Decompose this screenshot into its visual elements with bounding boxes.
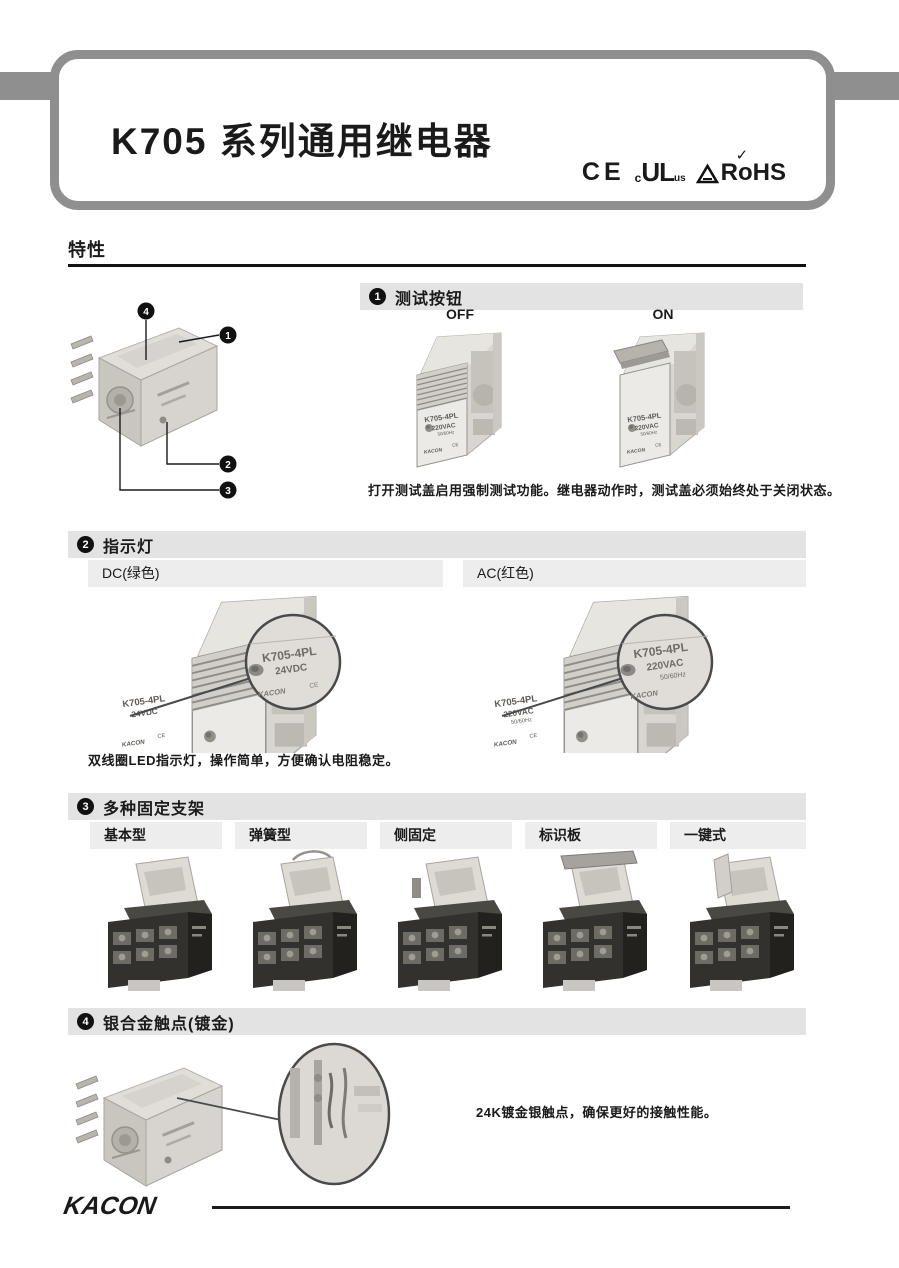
relay-test-off-figure: K705-4PL 220VAC 50/60Hz KACON CE — [405, 323, 515, 473]
socket-marker-figure — [521, 850, 661, 1005]
relay-overview-figure: 4 1 2 3 — [70, 302, 237, 499]
relay-ac-indicator-figure: K705-4PL 220VAC 50/60Hz KACON CE K705-4P… — [493, 578, 714, 753]
socket-onetouch-figure — [668, 853, 808, 1005]
relay-mark-label: CE — [452, 442, 459, 448]
magnified-brand-label: KACON — [258, 686, 287, 699]
section1-header: 1 测试按钮 — [360, 283, 803, 310]
rohs-triangle-icon — [695, 163, 719, 184]
relay-mark-label: CE — [529, 733, 538, 740]
features-rule — [68, 264, 806, 267]
magnified-voltage-label: 24VDC — [274, 662, 307, 677]
type-label-basic: 基本型 — [90, 822, 222, 849]
section4-caption: 24K镀金银触点，确保更好的接触性能。 — [476, 1105, 718, 1120]
magnified-voltage-label: 220VAC — [646, 658, 684, 674]
socket-sidefix-figure — [376, 850, 516, 1005]
relay-freq-label: 50/60Hz — [437, 429, 455, 436]
relay-voltage-label: 220VAC — [634, 422, 659, 432]
type-label-spring: 弹簧型 — [235, 822, 367, 849]
rohs-mark-icon: RoHS✓ — [695, 148, 786, 186]
section2-caption: 双线圈LED指示灯，操作简单，方便确认电阻稳定。 — [88, 753, 400, 768]
ac-sublabel: AC(红色) — [463, 560, 806, 587]
relay-brand-label: KACON — [493, 739, 517, 749]
section2-header: 2 指示灯 — [68, 531, 806, 558]
callout-3: 3 — [225, 486, 231, 497]
relay-brand-label: KACON — [627, 447, 646, 456]
magnifier-circle — [616, 613, 714, 711]
callout-2: 2 — [225, 460, 231, 471]
relay-test-on-figure: K705-4PL 220VAC 50/60Hz KACON CE — [608, 323, 718, 473]
callout-1: 1 — [225, 331, 231, 342]
relay-freq-label: 50/60Hz — [511, 717, 533, 726]
footer-rule — [212, 1206, 790, 1209]
magnifier-ellipse — [277, 1042, 391, 1186]
section4-header: 4 银合金触点(镀金) — [68, 1008, 806, 1035]
rohs-label: RoHS — [720, 159, 786, 186]
section2-title: 指示灯 — [103, 538, 155, 556]
relay-freq-label: 50/60Hz — [640, 429, 658, 436]
state-off-label: OFF — [446, 306, 474, 322]
magnified-brand-label: KACON — [630, 688, 659, 701]
socket-basic-figure — [86, 850, 226, 1005]
relay-brand-label: KACON — [424, 447, 443, 456]
callout-badges: 4 1 2 3 — [137, 302, 237, 499]
magnified-freq-label: 50/60Hz — [660, 671, 687, 682]
section3-title: 多种固定支架 — [103, 800, 206, 818]
ce-mark-icon: CE — [581, 158, 625, 186]
type-label-onetouch: 一键式 — [670, 822, 806, 849]
features-heading: 特性 — [68, 240, 106, 260]
section3-number-badge: 3 — [77, 798, 94, 815]
page-title: K705 系列通用继电器 — [111, 121, 493, 162]
gold-contact-figure — [75, 1042, 391, 1187]
dc-sublabel: DC(绿色) — [88, 560, 443, 587]
section1-number-badge: 1 — [369, 288, 386, 305]
relay-voltage-label: 220VAC — [503, 706, 534, 719]
section1-caption: 打开测试盖启用强制测试功能。继电器动作时，测试盖必须始终处于关闭状态。 — [368, 483, 841, 498]
type-label-sidefix: 侧固定 — [380, 822, 512, 849]
socket-spring-figure — [231, 850, 371, 1005]
kacon-logo: KACON — [61, 1192, 159, 1220]
state-on-label: ON — [652, 306, 674, 322]
section4-number-badge: 4 — [77, 1013, 94, 1030]
relay-dc-indicator-figure: K705-4PL 24VDC KACON CE K705-4PL 24VDC K… — [121, 578, 342, 753]
type-label-marker: 标识板 — [525, 822, 657, 849]
magnifier-circle — [244, 613, 342, 711]
relay-mark-label: CE — [655, 442, 662, 448]
relay-mark-label: CE — [157, 733, 166, 740]
section2-number-badge: 2 — [77, 536, 94, 553]
rohs-check-icon: ✓ — [735, 147, 749, 164]
section3-header: 3 多种固定支架 — [68, 793, 806, 820]
section4-title: 银合金触点(镀金) — [103, 1015, 235, 1033]
section1-title: 测试按钮 — [395, 290, 464, 308]
relay-voltage-label: 220VAC — [431, 422, 456, 432]
callout-4: 4 — [143, 307, 149, 318]
magnified-mark-label: CE — [309, 682, 320, 690]
relay-brand-label: KACON — [121, 739, 145, 749]
